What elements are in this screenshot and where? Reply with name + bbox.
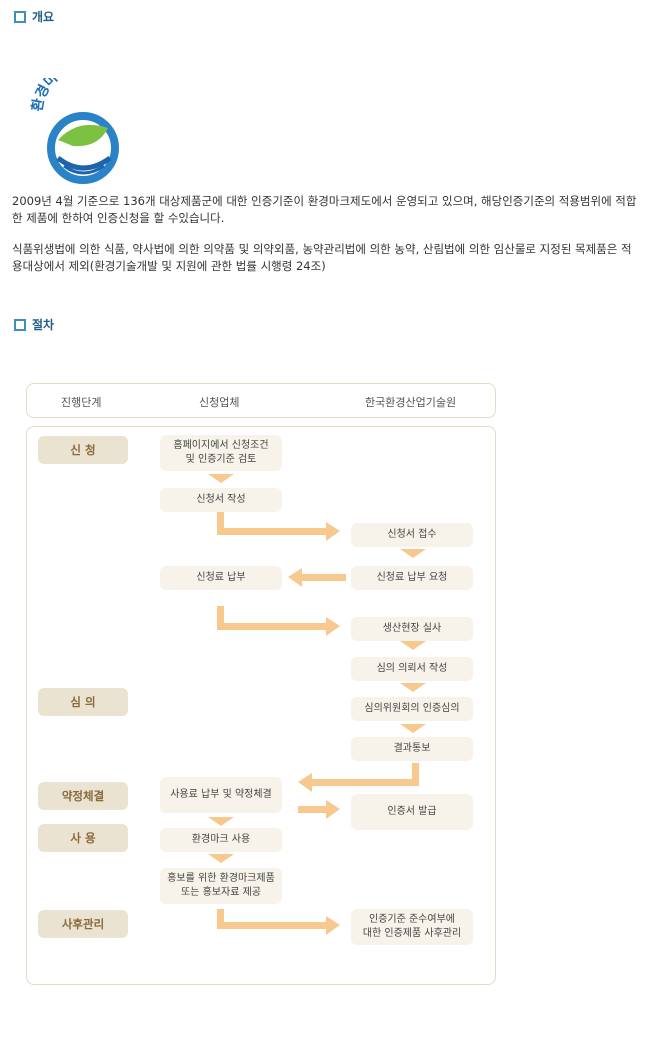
- step-write-request: 심의 의뢰서 작성: [351, 657, 473, 681]
- step-pay-fee: 신청료 납부: [160, 566, 282, 590]
- step-receive: 신청서 접수: [351, 523, 473, 547]
- overview-title: 개요: [32, 10, 55, 24]
- stage-use: 사 용: [38, 824, 128, 852]
- stage-contract: 약정체결: [38, 782, 128, 810]
- step-promote: 홍보를 위한 환경마크제품 또는 홍보자료 제공: [160, 868, 282, 904]
- step-inspect: 생산현장 실사: [351, 617, 473, 641]
- stage-apply: 신 청: [38, 436, 128, 464]
- overview-paragraph-2: 식품위생법에 의한 식품, 약사법에 의한 의약품 및 의약외품, 농약관리법에…: [12, 242, 632, 273]
- step-write-application: 신청서 작성: [160, 488, 282, 512]
- overview-paragraph-1: 2009년 4월 기준으로 136개 대상제품군에 대한 인증기준이 환경마크제…: [12, 194, 637, 225]
- bullet-square-icon: [14, 10, 26, 23]
- overview-heading: 개요: [14, 8, 54, 25]
- header-institute: 한국환경산업기술원: [365, 396, 457, 409]
- flow-header: 진행단계 신청업체 한국환경산업기술원: [26, 383, 496, 418]
- step-issue: 인증서 발급: [351, 794, 473, 830]
- stage-aftercare: 사후관리: [38, 910, 128, 938]
- down-arrow: [208, 817, 234, 826]
- down-arrow: [400, 549, 426, 558]
- step-request-fee: 신청료 납부 요청: [351, 566, 473, 590]
- procedure-heading: 절차: [14, 316, 54, 333]
- down-arrow: [400, 641, 426, 650]
- bullet-square-icon: [14, 318, 26, 331]
- step-use-mark: 환경마크 사용: [160, 828, 282, 852]
- eco-mark-logo: 환경마크인증: [28, 57, 138, 188]
- down-arrow: [400, 724, 426, 733]
- step-committee: 심의위원회의 인증심의: [351, 697, 473, 721]
- stage-review: 심 의: [38, 688, 128, 716]
- step-pay-usage: 사용료 납부 및 약정체결: [160, 777, 282, 813]
- step-manage: 인증기준 준수여부에 대한 인증제품 사후관리: [351, 909, 473, 945]
- header-stage: 진행단계: [61, 396, 102, 409]
- step-notify: 결과통보: [351, 737, 473, 761]
- down-arrow: [208, 854, 234, 863]
- down-arrow: [208, 474, 234, 483]
- header-applicant: 신청업체: [199, 396, 240, 409]
- procedure-title: 절차: [32, 318, 55, 332]
- down-arrow: [400, 683, 426, 692]
- step-review-conditions: 홈페이지에서 신청조건 및 인증기준 검토: [160, 435, 282, 471]
